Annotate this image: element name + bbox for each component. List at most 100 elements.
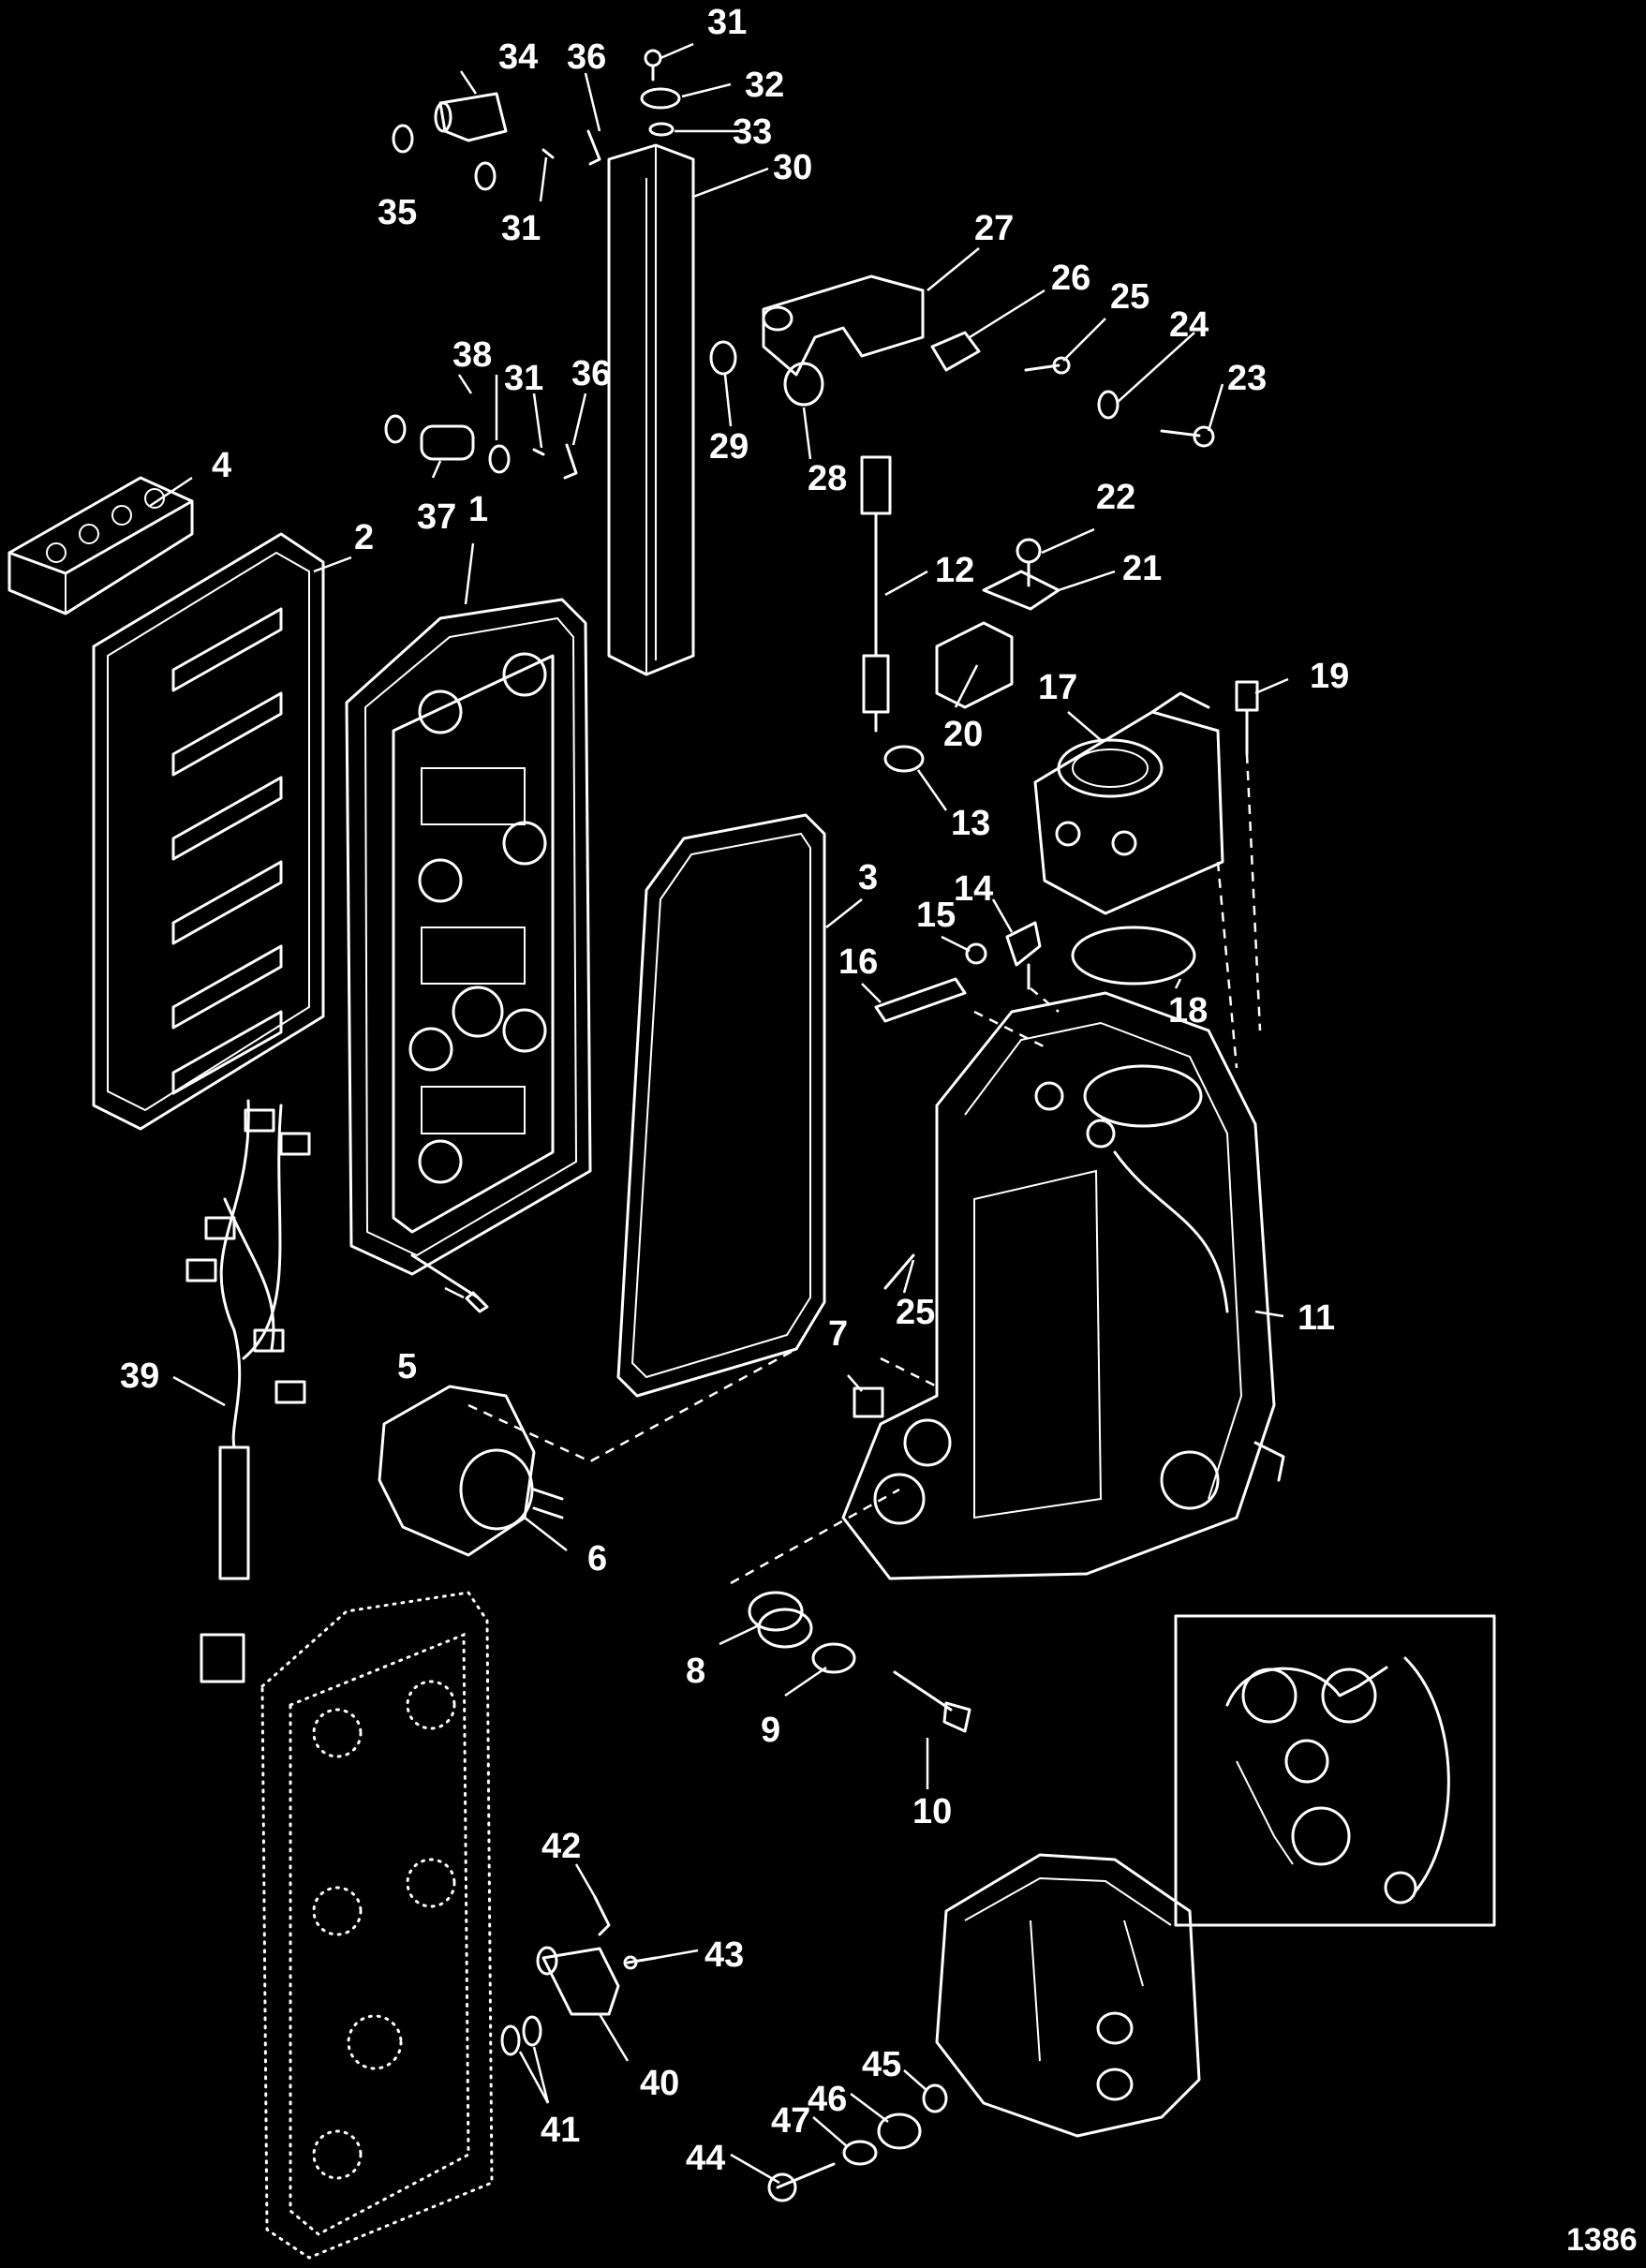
callout-11: 11: [1298, 1298, 1336, 1338]
part-40-sensor: [536, 1946, 620, 2016]
callout-30: 30: [773, 148, 813, 187]
part-47-washer: [842, 2140, 878, 2166]
part-38-oring-b: [488, 444, 511, 474]
part-33-oring: [648, 122, 675, 137]
part-46-grommet: [877, 2112, 922, 2150]
ghost-manifold-outline: [260, 1591, 494, 2260]
part-8-grommet: [748, 1591, 813, 1649]
part-17-throttle-body: [1033, 691, 1224, 915]
part-14-fitting: [1005, 921, 1042, 990]
callout-31-mid: 31: [504, 359, 544, 398]
part-30-fuel-rail: [607, 143, 695, 676]
part-12-sensor: [860, 455, 892, 733]
callout-27: 27: [974, 209, 1015, 248]
part-21-bracket: [982, 570, 1060, 611]
callout-20: 20: [943, 715, 984, 754]
callout-3: 3: [858, 858, 879, 897]
callout-31-left: 31: [501, 209, 541, 248]
callout-10: 10: [912, 1792, 953, 1831]
callout-36-mid: 36: [571, 354, 612, 393]
part-31-pin-b: [532, 448, 545, 456]
callout-33: 33: [733, 112, 773, 152]
part-16-pin: [874, 977, 967, 1023]
callout-22: 22: [1096, 478, 1136, 517]
diagram-reference-number: 1386: [1566, 2222, 1638, 2258]
part-37-fitting: [420, 424, 475, 461]
part-6-regulator: [378, 1385, 564, 1557]
part-38-oring-a: [384, 414, 407, 444]
part-24-washer: [1097, 390, 1120, 420]
part-42-clip: [593, 1895, 611, 1936]
part-41-orings: [500, 2015, 542, 2056]
callout-1: 1: [468, 490, 489, 529]
callout-39: 39: [120, 1356, 160, 1396]
inset-detail: [1174, 1614, 1496, 1927]
callout-40: 40: [640, 2064, 680, 2103]
part-25-bolt-top: [1024, 356, 1071, 375]
part-5-screw: [410, 1253, 489, 1313]
callout-16: 16: [838, 942, 879, 982]
callout-36-top: 36: [567, 37, 607, 77]
lower-housing: [935, 1853, 1201, 2138]
part-27-bracket: [762, 274, 925, 377]
part-1-manifold-cover: [345, 598, 592, 1276]
assembly-dashed-lines: [467, 753, 1262, 1585]
part-9-washer: [811, 1642, 856, 1674]
part-26-clip: [930, 331, 981, 372]
part-2-plate: [92, 532, 325, 1131]
callout-42: 42: [541, 1827, 582, 1866]
callout-2: 2: [354, 518, 375, 557]
part-31-screw-top: [644, 49, 662, 82]
part-32-retainer: [640, 87, 681, 110]
callout-46: 46: [808, 2080, 848, 2119]
callout-12: 12: [935, 551, 975, 590]
part-35-oring-a: [392, 124, 414, 154]
part-4-injector-rail: [7, 476, 194, 615]
leader-lines: [149, 42, 1289, 2185]
callout-19: 19: [1310, 657, 1350, 696]
part-15-nut: [965, 942, 987, 965]
part-22-bolt: [1016, 538, 1042, 587]
part-36-clip-b: [563, 443, 578, 480]
callout-32: 32: [745, 66, 785, 105]
callout-44: 44: [686, 2139, 726, 2178]
part-35-oring-b: [474, 161, 497, 191]
callout-7: 7: [828, 1314, 849, 1354]
part-45-sleeve: [922, 2083, 948, 2113]
callout-35: 35: [378, 193, 418, 232]
callout-25-mid: 25: [896, 1293, 936, 1332]
callout-45: 45: [862, 2045, 902, 2084]
callout-14: 14: [954, 869, 994, 909]
callout-47: 47: [771, 2101, 811, 2141]
callout-31-top: 31: [707, 3, 748, 42]
part-19-bolt: [1235, 680, 1259, 756]
part-7-sleeve: [853, 1386, 884, 1418]
callout-8: 8: [686, 1652, 706, 1691]
part-36-clip-a: [586, 129, 601, 166]
callout-13: 13: [951, 804, 991, 843]
callout-4: 4: [212, 446, 232, 485]
callout-24: 24: [1169, 305, 1209, 345]
callout-25-top: 25: [1110, 277, 1150, 317]
part-29-grommet: [709, 340, 737, 376]
callout-23: 23: [1227, 359, 1268, 398]
callout-6: 6: [587, 1539, 608, 1579]
part-44-bolt: [767, 2162, 836, 2202]
callout-26: 26: [1051, 259, 1091, 298]
callout-5: 5: [397, 1347, 418, 1386]
part-3-gasket: [616, 813, 826, 1398]
part-31-pin-a: [541, 148, 555, 159]
part-10-bolt: [893, 1670, 971, 1733]
part-34-fitting: [434, 92, 508, 142]
part-25-screw-mid: [883, 1253, 915, 1290]
callout-37: 37: [417, 497, 457, 537]
callout-34: 34: [498, 37, 539, 77]
part-43-screw: [623, 1955, 658, 1970]
callout-41: 41: [541, 2111, 581, 2150]
part-18-oring: [1071, 926, 1196, 986]
callout-18: 18: [1168, 991, 1209, 1030]
callout-15: 15: [916, 896, 956, 935]
part-23-bolt: [1160, 425, 1215, 448]
